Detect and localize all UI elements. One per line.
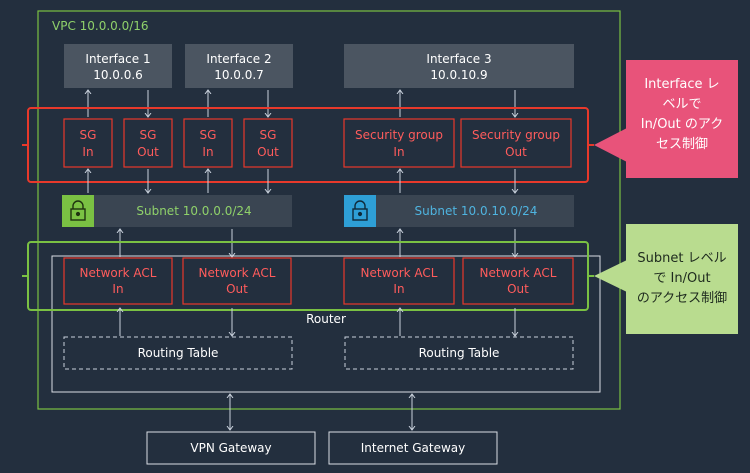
sg-in-1[interactable]: SG In [63, 118, 113, 168]
nacl-out-2[interactable]: Network ACL Out [462, 257, 574, 305]
sg-out-2-dir: Out [257, 145, 279, 159]
interface-3-ip: 10.0.10.9 [430, 68, 487, 82]
subnet-1[interactable]: Subnet 10.0.0.0/24 [62, 195, 292, 227]
sg-subnet-arrows [88, 169, 515, 193]
routing-table-2-label: Routing Table [419, 346, 500, 360]
sg-out-1-dir: Out [137, 145, 159, 159]
gateway-arrows [230, 394, 412, 430]
internet-gateway-label: Internet Gateway [361, 441, 465, 455]
routing-table-2[interactable]: Routing Table [344, 336, 574, 370]
interface-1-name: Interface 1 [85, 52, 150, 66]
security-group-in-title: Security group [355, 128, 443, 142]
nacl-out-1-dir: Out [226, 282, 248, 296]
subnet-2-label: Subnet 10.0.10.0/24 [415, 204, 538, 218]
security-group-in[interactable]: Security group In [343, 118, 455, 168]
nacl-in-2-dir: In [393, 282, 404, 296]
sg-in-1-title: SG [80, 128, 97, 142]
interface-callout-line-3: In/Out のアク [641, 117, 724, 132]
interface-2-name: Interface 2 [206, 52, 271, 66]
interface-box-3[interactable]: Interface 3 10.0.10.9 [344, 44, 574, 88]
interface-callout-line-4: セス制御 [656, 137, 708, 152]
nacl-out-1-title: Network ACL [199, 266, 276, 280]
subnet-1-label: Subnet 10.0.0.0/24 [136, 204, 251, 218]
vpn-gateway-label: VPN Gateway [190, 441, 271, 455]
sg-in-2-dir: In [202, 145, 213, 159]
nacl-in-1-title: Network ACL [80, 266, 157, 280]
security-group-out-dir: Out [505, 145, 527, 159]
interface-2-ip: 10.0.0.7 [214, 68, 264, 82]
nacl-out-1[interactable]: Network ACL Out [182, 257, 292, 305]
lock-icon [352, 200, 368, 221]
interface-3-name: Interface 3 [426, 52, 491, 66]
routing-table-1-label: Routing Table [138, 346, 219, 360]
interface-sg-arrows [88, 90, 515, 117]
security-group-out-title: Security group [472, 128, 560, 142]
vpn-gateway[interactable]: VPN Gateway [146, 431, 316, 465]
interface-callout-line-1: Interface レ [644, 77, 719, 92]
internet-gateway[interactable]: Internet Gateway [328, 431, 498, 465]
vpc-label: VPC 10.0.0.0/16 [52, 19, 149, 33]
sg-in-1-dir: In [82, 145, 93, 159]
sg-in-2-title: SG [200, 128, 217, 142]
nacl-in-1-dir: In [112, 282, 123, 296]
subnet-level-callout: Subnet レベル で In/Out のアクセス制御 [594, 224, 738, 334]
sg-out-1-title: SG [140, 128, 157, 142]
nacl-out-2-title: Network ACL [480, 266, 557, 280]
interface-callout-line-2: ベルで [662, 97, 701, 112]
lock-icon [70, 200, 86, 221]
subnet-callout-line-1: Subnet レベル [637, 251, 726, 266]
security-group-in-dir: In [393, 145, 404, 159]
vpc-boundary [37, 10, 621, 410]
interface-1-ip: 10.0.0.6 [93, 68, 143, 82]
nacl-in-2-title: Network ACL [361, 266, 438, 280]
nacl-in-2[interactable]: Network ACL In [343, 257, 455, 305]
nacl-routing-arrows [120, 308, 515, 336]
subnet-callout-line-3: のアクセス制御 [637, 291, 727, 306]
sg-out-2[interactable]: SG Out [243, 118, 293, 168]
security-group-out[interactable]: Security group Out [460, 118, 572, 168]
sg-out-1[interactable]: SG Out [123, 118, 173, 168]
sg-out-2-title: SG [260, 128, 277, 142]
router-boundary [51, 255, 601, 393]
interface-box-1[interactable]: Interface 1 10.0.0.6 [64, 44, 172, 88]
sg-in-2[interactable]: SG In [183, 118, 233, 168]
interface-box-2[interactable]: Interface 2 10.0.0.7 [185, 44, 293, 88]
subnet-2[interactable]: Subnet 10.0.10.0/24 [344, 195, 574, 227]
routing-table-1[interactable]: Routing Table [63, 336, 293, 370]
subnet-callout-line-2: で In/Out [653, 271, 710, 286]
interface-level-callout: Interface レ ベルで In/Out のアク セス制御 [594, 60, 738, 178]
nacl-in-1[interactable]: Network ACL In [63, 257, 173, 305]
nacl-out-2-dir: Out [507, 282, 529, 296]
router-label: Router [306, 312, 346, 326]
